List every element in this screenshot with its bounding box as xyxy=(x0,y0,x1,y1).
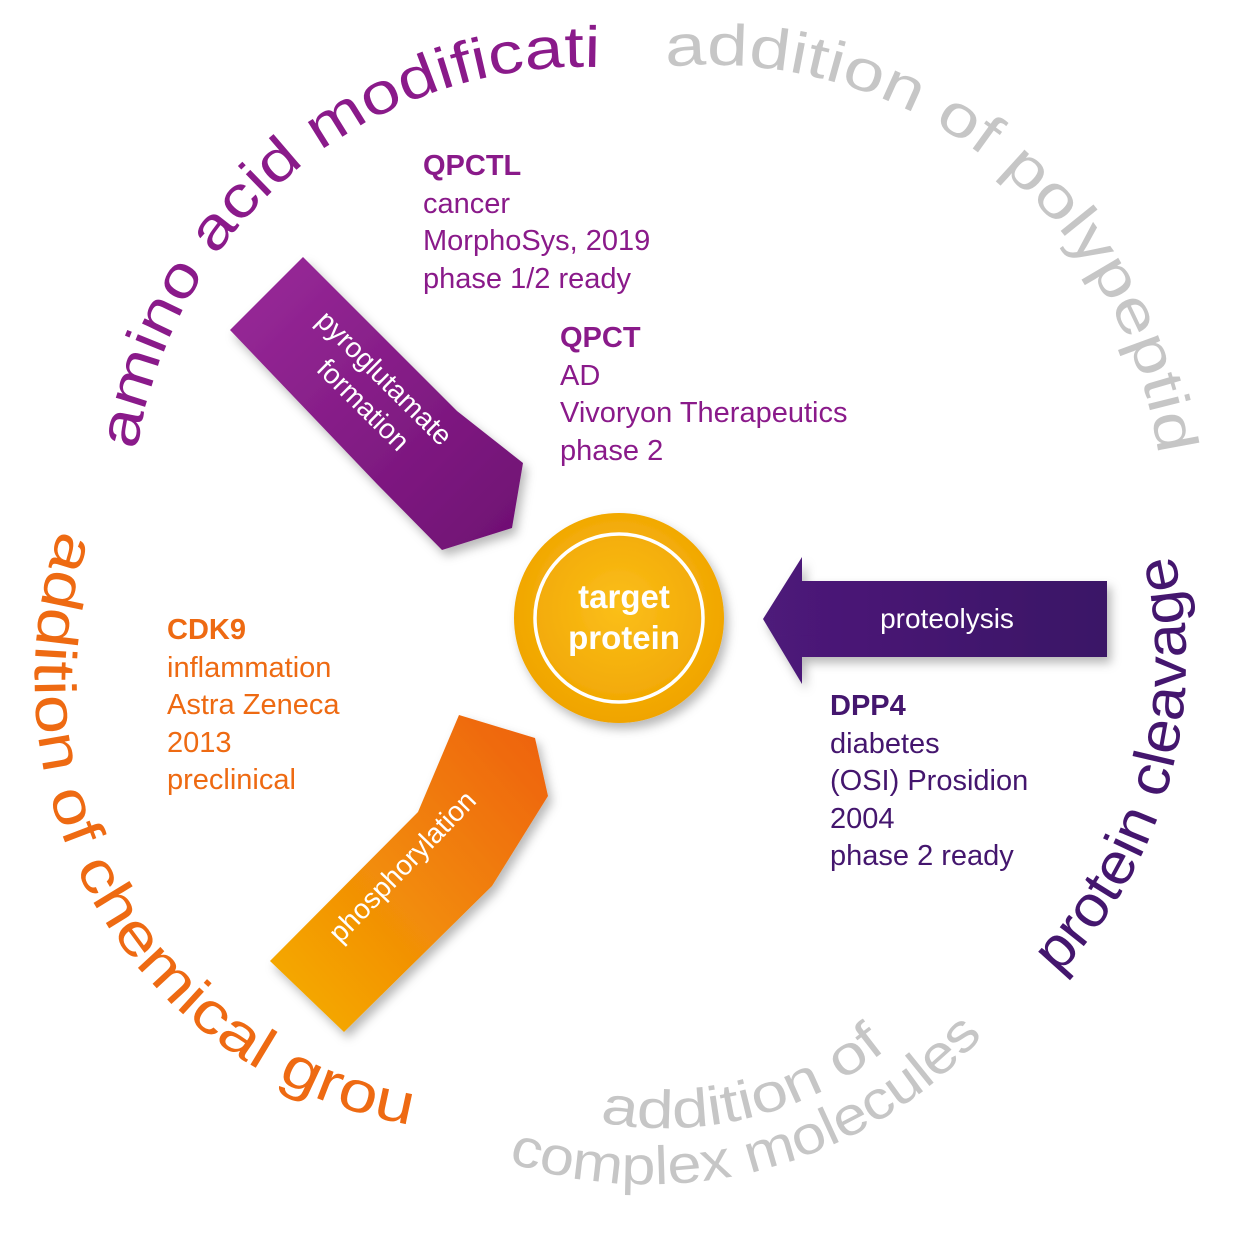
target-company-qpct: Vivoryon Therapeutics xyxy=(560,397,848,429)
target-block-cdk9: CDK9 inflammation Astra Zeneca 2013 prec… xyxy=(167,612,339,800)
target-protein-inner-ring xyxy=(533,532,705,704)
phosphorylation-arrow-shape xyxy=(270,715,548,1032)
target-phase-qpct: phase 2 xyxy=(560,434,664,467)
target-block-dpp4: DPP4 diabetes (OSI) Prosidion 2004 phase… xyxy=(830,688,1028,876)
pyroglutamate-arrow-shape xyxy=(230,257,523,550)
target-indication-qpct: AD xyxy=(560,359,601,392)
proteolysis-arrow-label: proteolysis xyxy=(880,603,1014,634)
target-company-cdk9: Astra Zeneca xyxy=(167,689,340,721)
target-indication-dpp4: diabetes xyxy=(830,727,940,760)
target-name-qpct: QPCT xyxy=(560,322,641,354)
target-phase-cdk9: preclinical xyxy=(167,764,296,796)
proteolysis-arrow-shape xyxy=(763,557,1107,684)
target-protein-node: target protein xyxy=(514,513,724,723)
target-company-dpp4: (OSI) Prosidion xyxy=(830,765,1029,797)
proteolysis-arrow: proteolysis xyxy=(763,557,1107,684)
target-phase-dpp4: phase 2 ready xyxy=(830,840,1014,872)
pyroglutamate-arrow: pyroglutamate formation xyxy=(230,257,523,550)
target-protein-circle xyxy=(514,513,724,723)
target-indication-qpctl: cancer xyxy=(423,187,511,220)
target-year-cdk9: 2013 xyxy=(167,726,232,759)
target-name-qpctl: QPCTL xyxy=(423,150,522,182)
target-name-dpp4: DPP4 xyxy=(830,690,906,722)
target-protein-label-line2: protein xyxy=(568,619,680,656)
target-name-cdk9: CDK9 xyxy=(167,614,246,646)
target-block-qpctl: QPCTL cancer MorphoSys, 2019 phase 1/2 r… xyxy=(423,148,650,298)
target-indication-cdk9: inflammation xyxy=(167,651,332,684)
target-phase-qpctl: phase 1/2 ready xyxy=(423,262,631,295)
target-year-dpp4: 2004 xyxy=(830,802,895,835)
target-block-qpct: QPCT AD Vivoryon Therapeutics phase 2 xyxy=(560,320,847,470)
target-company-qpctl: MorphoSys, 2019 xyxy=(423,225,651,257)
target-protein-label-line1: target xyxy=(578,578,670,615)
